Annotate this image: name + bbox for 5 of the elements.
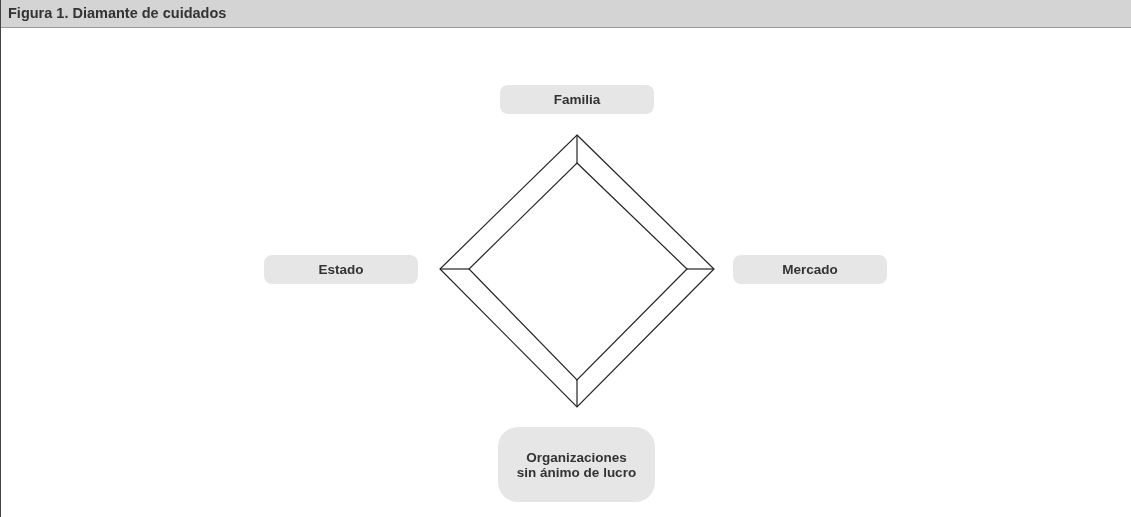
label-box: Familia xyxy=(500,85,654,114)
label-box: Estado xyxy=(264,255,418,284)
label-box: Mercado xyxy=(733,255,887,284)
label-box: Organizaciones sin ánimo de lucro xyxy=(498,427,655,502)
figure-title: Figura 1. Diamante de cuidados xyxy=(8,5,227,21)
